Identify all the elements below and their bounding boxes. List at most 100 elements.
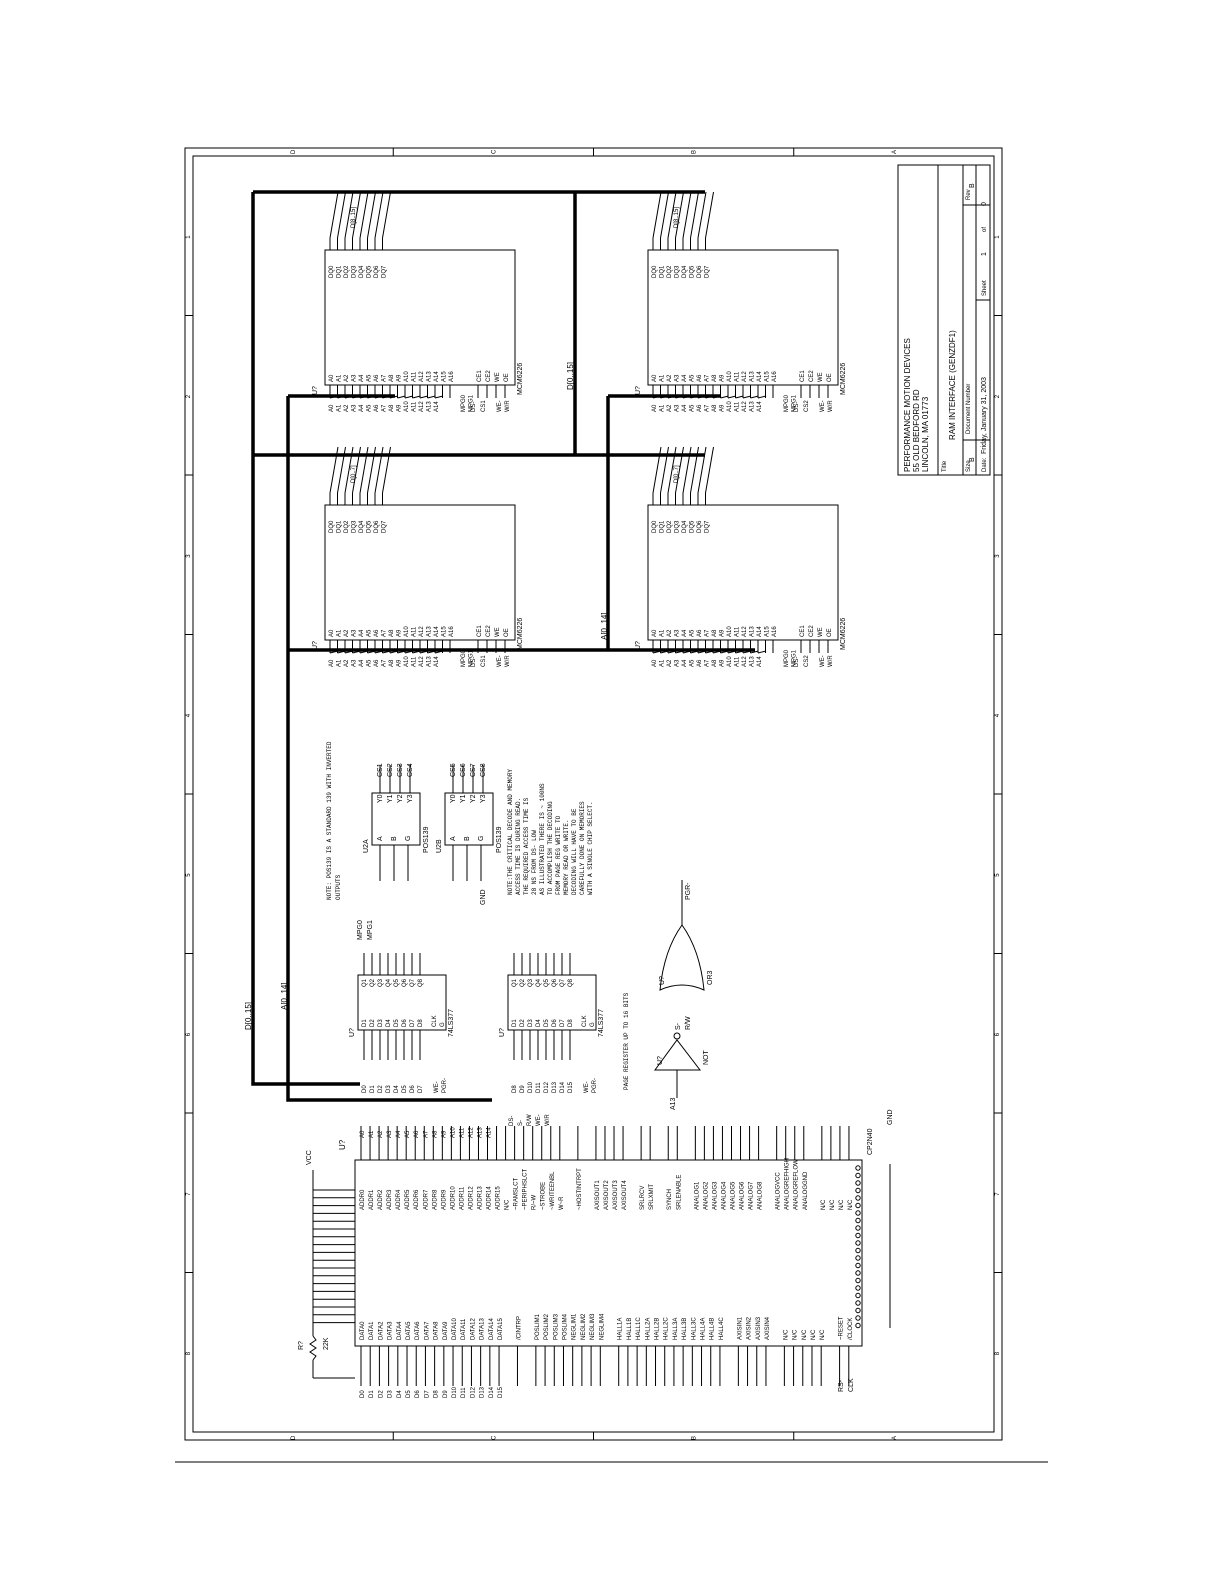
main-chip-ref: U? [338,1139,347,1150]
main-chip-nc-pin [855,1180,861,1186]
latch-q-pin: Q8 [418,978,424,987]
or-gate-body [659,924,705,991]
ram-we-net: WE- [820,400,826,412]
main-chip-right-pin: ADDR14 [487,1186,493,1210]
latch-clk-pin: CLK [582,1015,588,1027]
main-chip-left-net: D6 [415,1390,421,1398]
main-chip-right-pin: ADDR8 [432,1189,438,1210]
ram-pin-label: A0 [329,629,335,637]
latch-input-net: D2 [378,1085,384,1093]
ram-cs-net: CS2 [804,655,810,667]
main-chip-left-net: D13 [480,1386,486,1398]
decoder-part: POS139 [423,826,430,853]
ram-pin-net: A10 [404,656,410,667]
ram-pin-stub [705,650,714,654]
ram-pin-label: A14 [434,626,440,637]
ram-pin-label: A5 [690,374,696,382]
ram-pin-stub [652,395,662,399]
main-chip-left-pin: POSLIM4 [562,1313,568,1340]
ram-pin-label: A8 [712,374,718,382]
main-chip-left-net: D2 [378,1390,384,1398]
ram-pin-stub [742,395,752,399]
ram-pin-net: A13 [750,401,756,412]
ram-dq-label: DQ5 [690,520,696,533]
ram-chip-part: MCM6226 [517,363,524,395]
tb-of-label: of [982,227,988,232]
ram-chips: U?MCM6226A0A0A1A1A2A2A3A3A4A4A5A5A6A6A7A… [312,191,847,667]
ram-pin-stub [697,395,707,399]
ram-pin-label: A2 [667,629,673,637]
ram-dq-label: DQ6 [374,520,380,533]
ram-pin-net: A8 [712,659,718,667]
ram-pin-label: A11 [735,626,741,637]
main-chip-right-net: A9 [441,1130,447,1138]
main-chip-right-net: A4 [396,1130,402,1138]
main-chip-left-pin: DATA1 [369,1321,375,1340]
ram-ctrl-pin: WE [495,372,501,382]
border-col-mark: 4 [995,713,1001,717]
ram-cs-net: CS1 [481,400,487,412]
ram-pin-net: A6 [374,404,380,412]
ram-dq-label: DQ6 [697,520,703,533]
main-chip-right-pin: ADDR10 [450,1186,456,1210]
ram-pin-stub [397,650,406,654]
main-chip-right-pin: ADDR0 [360,1189,366,1210]
main-chip-left-pin: DATA3 [388,1321,394,1340]
ram-dq-label: DQ7 [705,265,711,278]
note2-line: MEMORY READ OR WRITE. [563,819,570,895]
ram-pin-net: A12 [742,401,748,412]
main-chip-right-pin: ANALOG6 [740,1181,746,1210]
tb-date-label: Date: [982,457,988,472]
ram-pin-stub [389,395,399,399]
main-chip-nc-pin [855,1262,861,1269]
ram-pin-stub [419,650,429,654]
ram-dq-label: DQ3 [675,520,681,533]
ram-pin-stub [690,395,699,399]
main-chip-ctrl-net: R/W [527,1114,533,1126]
ram-pin-stub [412,650,421,654]
title-block: PERFORMANCE MOTION DEVICES 55 OLD BEDFOR… [897,164,991,476]
decoder-out-net: CS2 [387,763,394,777]
ram-dq-wire [382,191,391,239]
main-chip-right-net: A6 [414,1130,420,1138]
main-chip-nc-pin [855,1292,861,1299]
ram-dq-label: DQ0 [652,265,658,278]
ram-pin-label: A13 [427,626,433,637]
ram-pin-net: A10 [727,401,733,412]
latch-q-pin: Q7 [410,978,416,987]
main-chip-right-pin: ADDR9 [441,1189,447,1210]
latch-d-pin: D8 [568,1019,574,1027]
ram-pin-label: A3 [675,374,681,382]
border-col-mark: 7 [186,1192,192,1196]
latch-d-pin: D1 [362,1019,368,1027]
border-row-mark: B [692,1436,698,1440]
ram-pin-stub [712,395,722,399]
ram-pin-stub [750,650,759,654]
main-chip-left-net: D0 [360,1390,366,1398]
main-chip-nc-pin [855,1240,861,1246]
main-chip-right-pin: ~STROBE [541,1182,547,1210]
main-chip-nc-pin [855,1277,861,1284]
main-chip-right-net: A1 [369,1130,375,1138]
ram-mpg-net: MPG1 [469,649,475,667]
main-chip-part: CP2N40 [867,1128,874,1155]
ram-pin-label: A1 [337,374,343,382]
data-bus-label: D[0..15] [244,1002,253,1030]
ram-pin-stub [757,650,767,654]
main-chip-right-net: A5 [405,1130,411,1138]
ram-pin-net: A4 [359,404,365,412]
main-chip-left-pin: HALL4C [719,1317,725,1340]
latch-input-net: D12 [544,1081,550,1093]
main-chip-bottom-net: CLK [848,1378,855,1392]
latch-chip: U?74LS377D1D8D2D9D3D10D4D11D5D12D6D13D7D… [499,953,605,1093]
main-chip-nc-pin [855,1322,861,1329]
main-chip-left-pin: DATA12 [470,1318,476,1340]
ram-pin-net: A12 [742,656,748,667]
not-gate-part: NOT [703,1050,710,1066]
main-chip-nc-pin [855,1202,861,1209]
note2-line: TO ACCOMPLISH THE DECODING [547,801,554,895]
main-chip-right-pin: ADDR5 [405,1189,411,1210]
ram-pin-net: A9 [720,404,726,412]
main-chip-left-pin: DATA14 [489,1318,495,1340]
